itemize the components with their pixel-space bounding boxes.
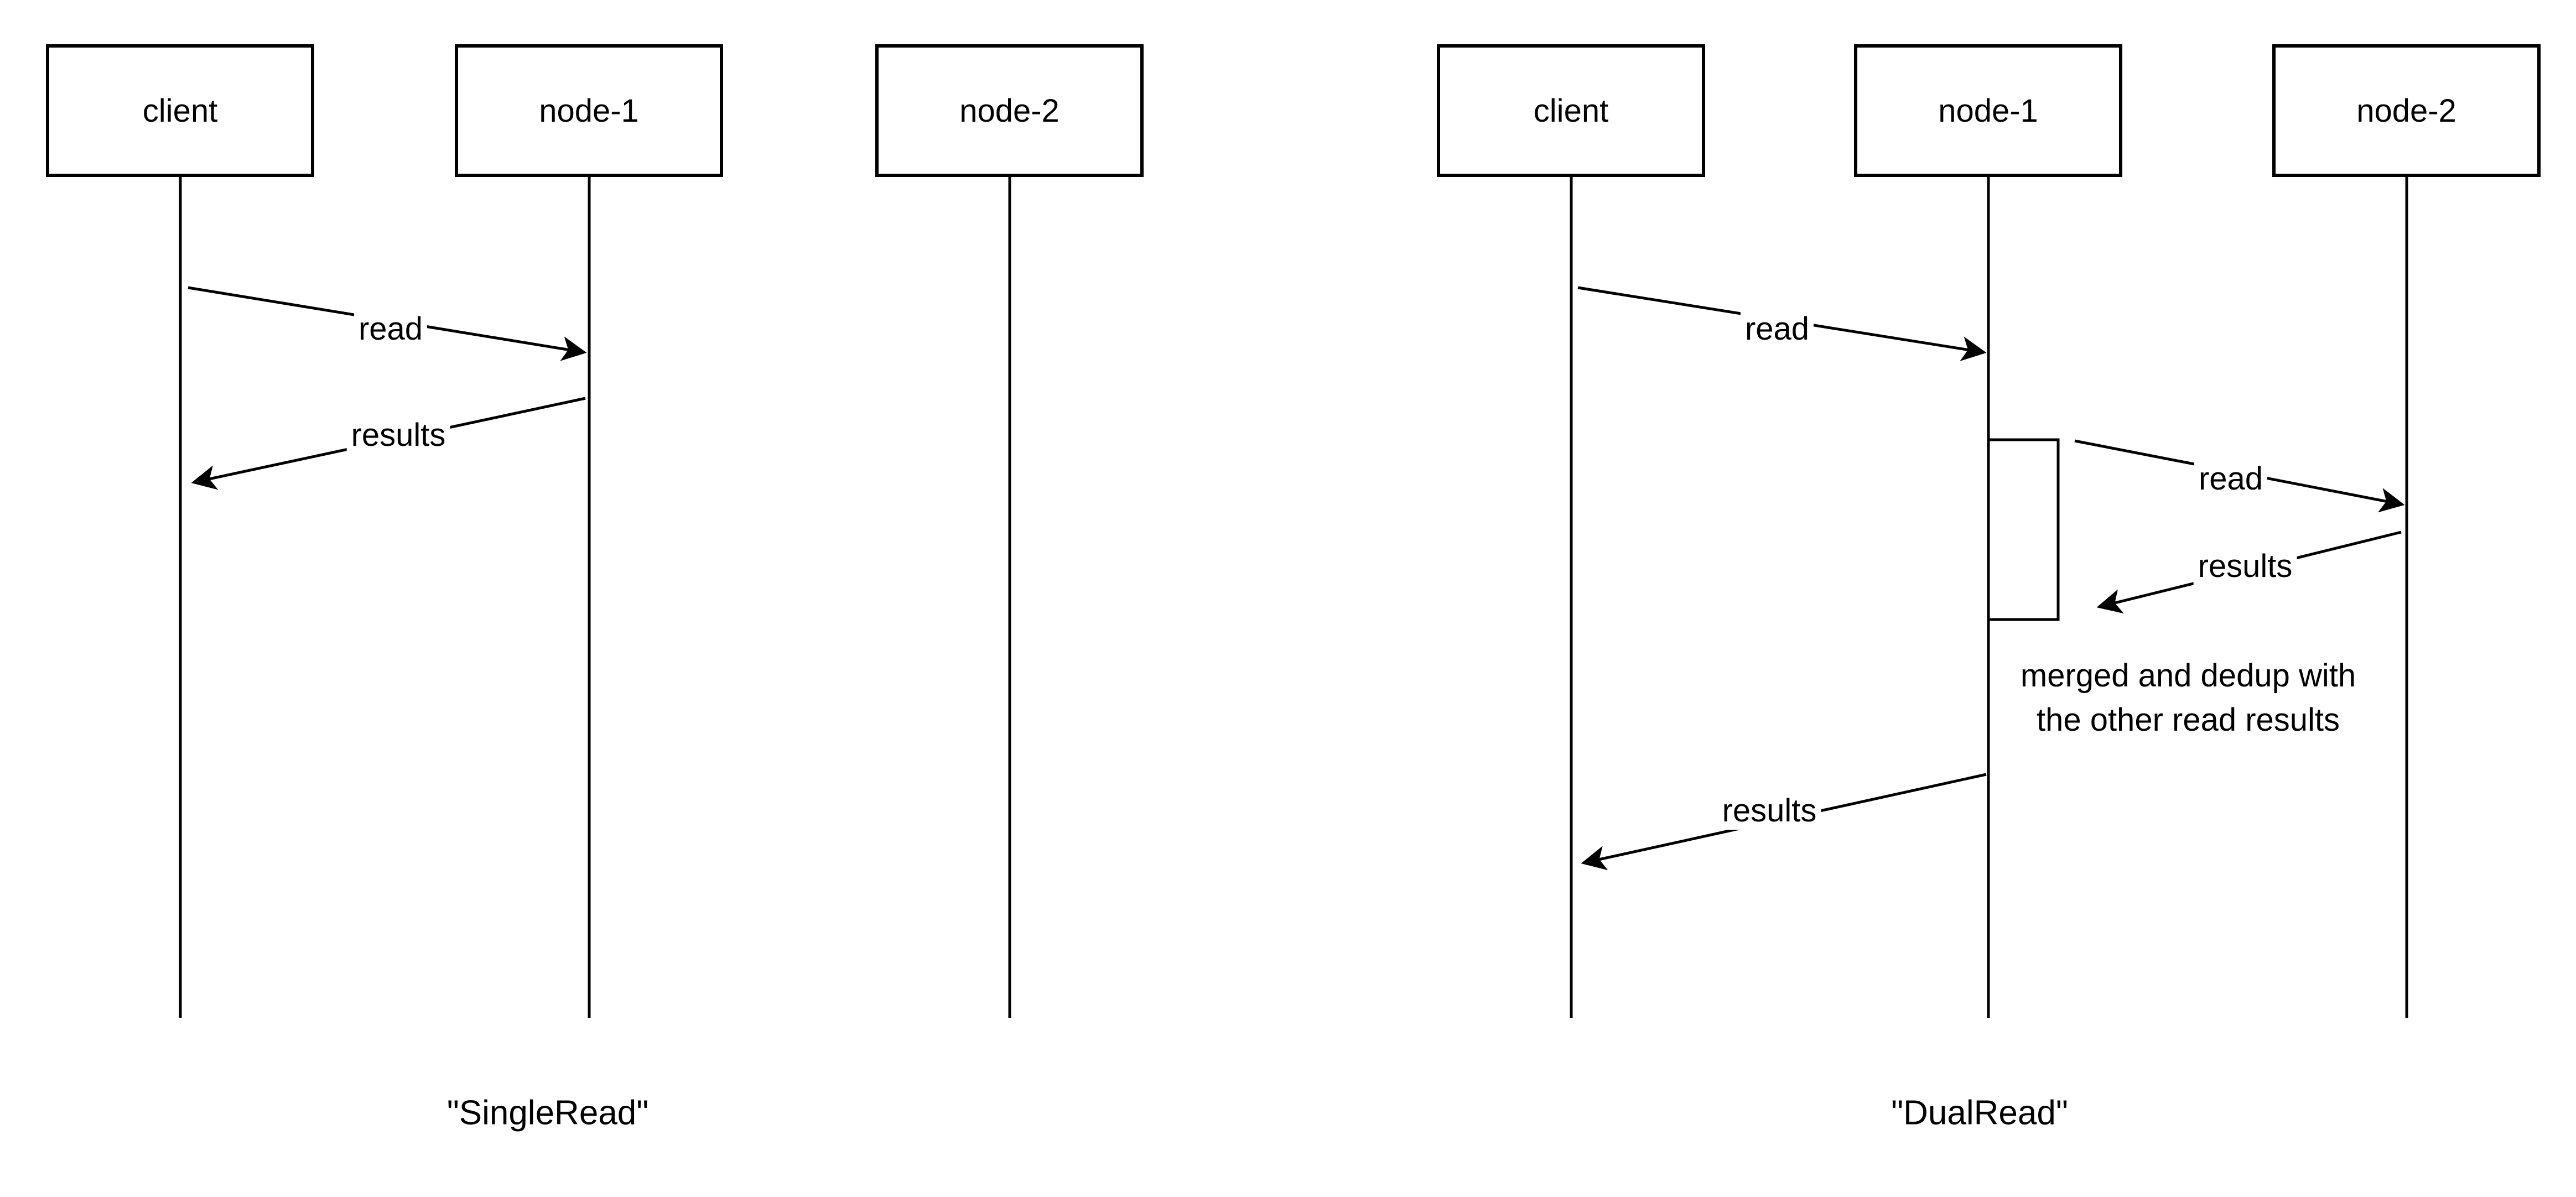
caption-singleread: "SingleRead" bbox=[446, 1094, 649, 1132]
message-label-dualread-results-1: results bbox=[2193, 548, 2297, 585]
actor-box-dualread-node-1: node-1 bbox=[1854, 44, 2122, 177]
actor-box-singleread-client: client bbox=[46, 44, 314, 177]
actor-box-singleread-node-2: node-2 bbox=[875, 44, 1144, 177]
actor-box-singleread-node-1: node-1 bbox=[455, 44, 723, 177]
note-merged-dedup: merged and dedup with the other read res… bbox=[2020, 658, 2356, 738]
caption-dualread: "DualRead" bbox=[1891, 1094, 2068, 1132]
message-label-dualread-results-2: results bbox=[1717, 792, 1821, 830]
actor-box-dualread-client: client bbox=[1437, 44, 1705, 177]
message-label-dualread-read-2: read bbox=[2194, 460, 2268, 498]
message-label-singleread-read: read bbox=[354, 310, 428, 348]
message-label-singleread-results: results bbox=[346, 417, 450, 454]
activation-bracket-node-1 bbox=[1990, 438, 2060, 621]
message-label-dualread-read-1: read bbox=[1740, 310, 1814, 348]
actor-box-dualread-node-2: node-2 bbox=[2272, 44, 2541, 177]
